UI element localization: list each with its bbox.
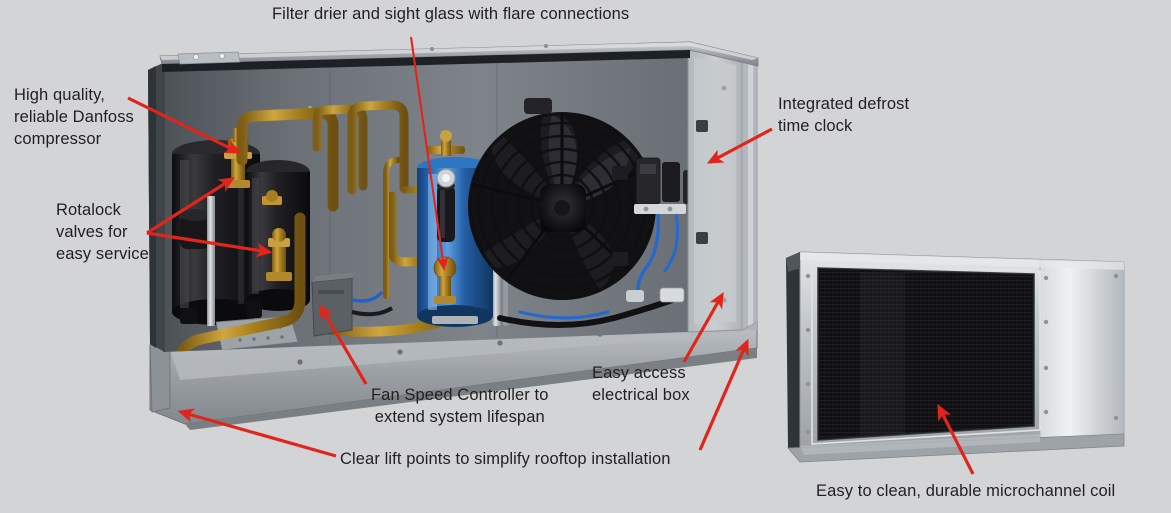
panel-brackets	[612, 166, 628, 266]
callout-easy-access-electrical-box: Easy access electrical box	[592, 364, 690, 404]
callout-microchannel-coil: Easy to clean, durable microchannel coil	[816, 482, 1116, 500]
rotalock-valve-suction	[266, 228, 292, 281]
condenser-fan	[468, 98, 656, 300]
defrost-time-clock	[634, 157, 688, 301]
callout-filter-drier: Filter drier and sight glass with flare …	[272, 5, 630, 23]
callout-fan-speed-controller: Fan Speed Controller to extend system li…	[371, 386, 549, 426]
electrical-box	[687, 49, 743, 333]
callout-danfoss-compressor: High quality, reliable Danfoss compresso…	[14, 86, 134, 148]
cabinet-right-edge	[741, 57, 758, 331]
service-fittings	[262, 190, 282, 205]
left-side-panel	[148, 62, 165, 352]
sight-glass	[436, 168, 456, 188]
filter-drier	[437, 182, 455, 242]
callout-clear-lift-points: Clear lift points to simplify rooftop in…	[340, 450, 671, 468]
microchannel-coil-artwork	[786, 251, 1125, 463]
wiring-harness	[497, 297, 675, 328]
callout-rotalock-valves: Rotalock valves for easy service	[56, 201, 149, 263]
callout-defrost-time-clock: Integrated defrost time clock	[778, 95, 910, 135]
